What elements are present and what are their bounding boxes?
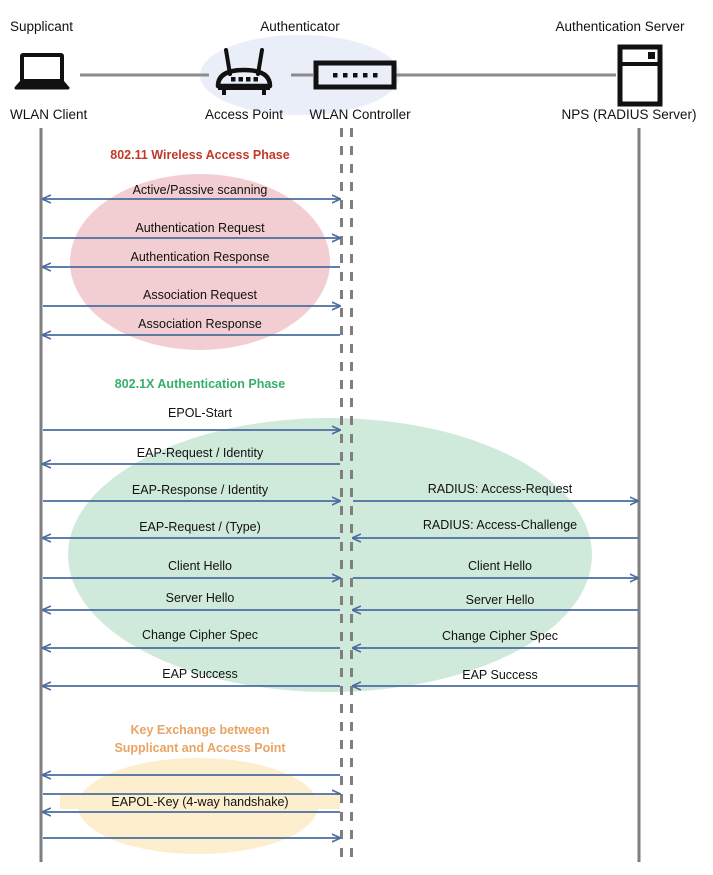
phase-title-key-exchange-line1: Key Exchange between (130, 723, 270, 737)
msg-authentication-request: Authentication Request (135, 221, 265, 235)
phase-802-1x-ellipse (68, 418, 592, 692)
msg-association-request: Association Request (143, 288, 257, 302)
actor-name-wlan-client: WLAN Client (10, 107, 88, 122)
laptop-icon (14, 53, 70, 90)
actor-role-auth-server: Authentication Server (555, 19, 685, 34)
phase-title-802-1x: 802.1X Authentication Phase (114, 377, 286, 391)
msg-eap-request-type: EAP-Request / (Type) (139, 520, 261, 534)
msg-change-cipher-spec-right: Change Cipher Spec (441, 629, 559, 643)
actor-role-authenticator: Authenticator (260, 19, 340, 34)
msg-client-hello-right: Client Hello (468, 559, 532, 573)
actor-name-wlan-controller: WLAN Controller (309, 107, 411, 122)
msg-server-hello-left: Server Hello (165, 591, 235, 605)
msg-radius-access-challenge: RADIUS: Access-Challenge (422, 518, 578, 532)
actor-name-nps-radius-server: NPS (RADIUS Server) (561, 107, 697, 122)
msg-active-passive-scanning: Active/Passive scanning (132, 183, 268, 197)
actor-name-access-point: Access Point (204, 107, 284, 122)
msg-radius-access-request: RADIUS: Access-Request (427, 482, 573, 496)
msg-authentication-response: Authentication Response (130, 250, 270, 264)
server-tower-icon (617, 44, 663, 107)
msg-eap-response-identity: EAP-Response / Identity (131, 483, 269, 497)
msg-association-response: Association Response (138, 317, 262, 331)
msg-server-hello-right: Server Hello (465, 593, 535, 607)
actor-role-supplicant: Supplicant (10, 19, 74, 34)
msg-eap-success-left: EAP Success (162, 667, 238, 681)
msg-eapol-key-4way-handshake: EAPOL-Key (4-way handshake) (60, 795, 340, 809)
wlan-controller-icon (313, 60, 397, 90)
msg-eap-request-identity: EAP-Request / Identity (136, 446, 264, 460)
wireless-router-icon (215, 48, 273, 95)
phase-title-802-11: 802.11 Wireless Access Phase (110, 148, 290, 162)
msg-eap-success-right: EAP Success (462, 668, 538, 682)
msg-client-hello-left: Client Hello (168, 559, 232, 573)
msg-change-cipher-spec-left: Change Cipher Spec (141, 628, 259, 642)
phase-title-key-exchange-line2: Supplicant and Access Point (114, 741, 286, 755)
msg-epol-start: EPOL-Start (168, 406, 232, 420)
